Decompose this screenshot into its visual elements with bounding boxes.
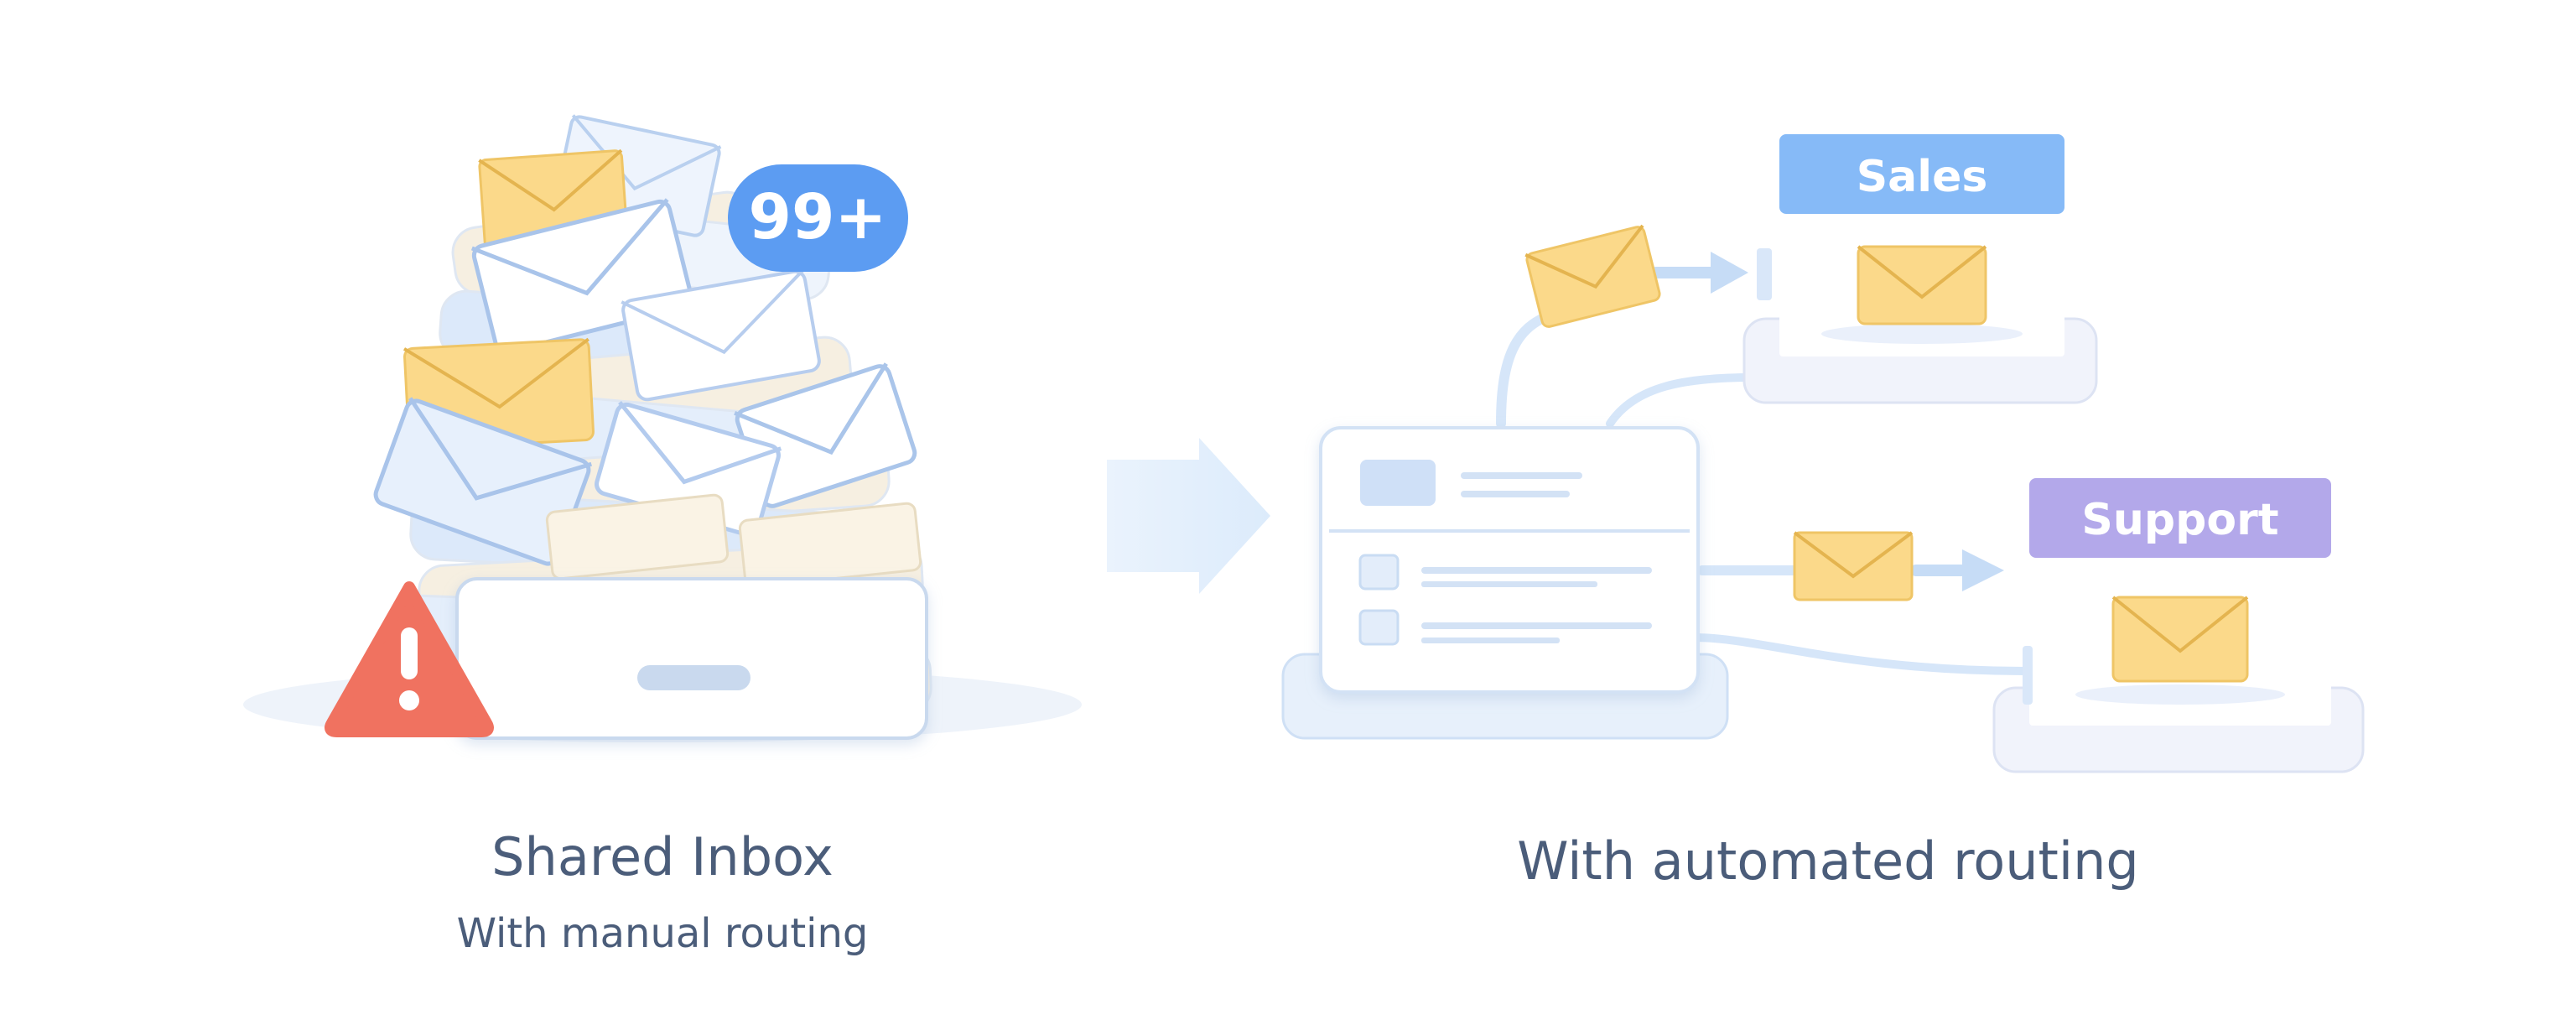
route-arrow-sales	[1650, 248, 1772, 300]
shared-inbox-subtitle: With manual routing	[456, 910, 869, 957]
envelope-icon	[621, 268, 821, 402]
transition-arrow	[1107, 438, 1270, 594]
unread-count-badge: 99+	[728, 164, 908, 272]
envelope-icon	[545, 493, 730, 580]
sales-tag	[1779, 134, 2064, 214]
envelope-pile: 99+	[243, 114, 1082, 742]
automated-routing-title: With automated routing	[1517, 830, 2139, 892]
warning-icon	[325, 581, 494, 737]
route-arrow-support	[1910, 549, 2004, 591]
support-tag	[2029, 478, 2331, 558]
envelope-icon	[1524, 224, 1661, 328]
inbox-tray	[455, 577, 928, 740]
destination-support: Support	[1992, 478, 2365, 773]
envelope-icon	[1857, 245, 1987, 325]
shared-inbox-title: Shared Inbox	[491, 826, 834, 887]
routing-engine-card	[1281, 426, 1729, 740]
envelope-icon	[1793, 531, 1914, 601]
svg-text:Support: Support	[2081, 495, 2278, 545]
svg-text:99+: 99+	[749, 181, 887, 253]
destination-sales: Sales	[1742, 134, 2098, 404]
svg-text:Sales: Sales	[1857, 152, 1988, 202]
automated-routing-diagram: Sales Support	[1281, 134, 2365, 773]
envelope-icon	[2111, 596, 2249, 683]
